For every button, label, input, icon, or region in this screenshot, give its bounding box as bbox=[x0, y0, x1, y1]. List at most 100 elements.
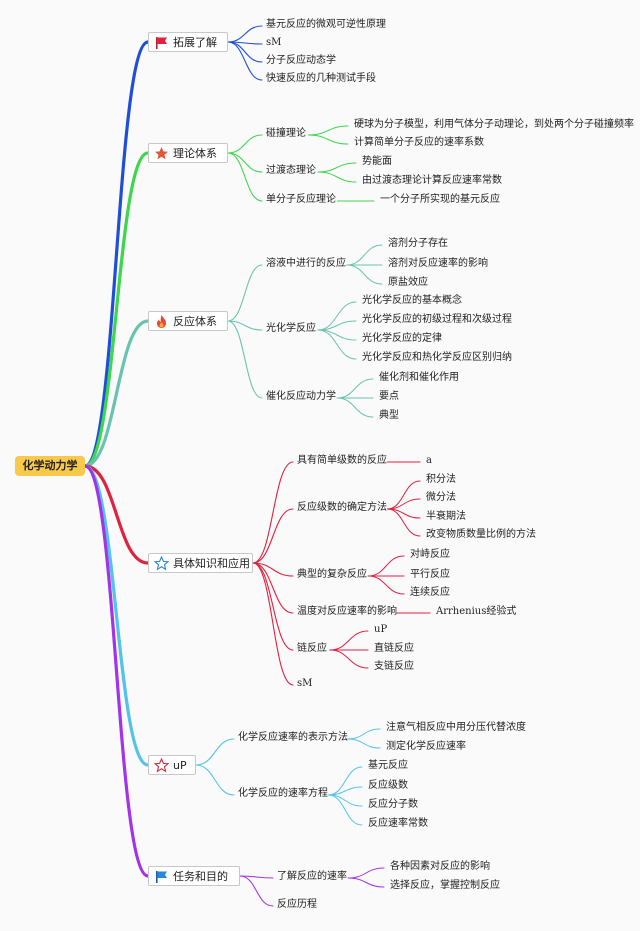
leaf-connector-4-2-1 bbox=[386, 480, 421, 510]
leaf-connector-6-1-1 bbox=[347, 867, 385, 879]
child-node-5-2[interactable]: 化学反应的速率方程 bbox=[238, 788, 328, 799]
child-node-2-1[interactable]: 碰撞理论 bbox=[266, 128, 306, 139]
leaf-node-4-3-1[interactable]: 对峙反应 bbox=[410, 549, 450, 560]
leaf-node-5-2-2[interactable]: 反应级数 bbox=[368, 780, 408, 791]
root-node[interactable]: 化学动力学 bbox=[15, 456, 85, 476]
child-node-3-1[interactable]: 溶液中进行的反应 bbox=[266, 258, 346, 269]
orange-star-icon bbox=[155, 147, 168, 160]
leaf-node-3-2-4[interactable]: 光化学反应和热化学反应区别归纳 bbox=[362, 352, 512, 363]
branch-node-5[interactable]: uP bbox=[148, 755, 196, 775]
child-node-4-1[interactable]: 具有简单级数的反应 bbox=[297, 455, 387, 466]
branch-node-1[interactable]: 拓展了解 bbox=[148, 32, 228, 52]
child-node-3-2[interactable]: 光化学反应 bbox=[266, 323, 316, 334]
leaf-connector-4-2-4 bbox=[386, 508, 421, 537]
branch-node-6[interactable]: 任务和目的 bbox=[148, 866, 240, 886]
child-node-1-3[interactable]: 分子反应动态学 bbox=[266, 55, 336, 66]
red-flag-icon bbox=[156, 37, 167, 49]
leaf-node-3-3-1[interactable]: 催化剂和催化作用 bbox=[379, 372, 459, 383]
child-node-5-1[interactable]: 化学反应速率的表示方法 bbox=[238, 732, 348, 743]
leaf-node-5-1-1[interactable]: 注意气相反应中用分压代替浓度 bbox=[386, 722, 526, 733]
leaf-node-4-4-1[interactable]: Arrhenius经验式 bbox=[436, 606, 517, 617]
leaf-node-3-3-2[interactable]: 要点 bbox=[379, 391, 399, 402]
child-connector-3-3 bbox=[227, 320, 263, 399]
leaf-node-4-3-3[interactable]: 连续反应 bbox=[410, 587, 450, 598]
leaf-node-2-3-1[interactable]: 一个分子所实现的基元反应 bbox=[380, 194, 500, 205]
leaf-node-6-1-1[interactable]: 各种因素对反应的影响 bbox=[390, 861, 490, 872]
leaf-connector-5-2-3 bbox=[327, 794, 363, 807]
leaf-node-4-5-1[interactable]: uP bbox=[374, 624, 388, 635]
child-connector-2-1 bbox=[227, 134, 263, 154]
child-connector-1-1 bbox=[227, 25, 263, 43]
leaf-connector-2-1-2 bbox=[307, 134, 349, 145]
child-node-4-6[interactable]: sM bbox=[297, 678, 313, 689]
leaf-node-3-2-1[interactable]: 光化学反应的基本概念 bbox=[362, 295, 462, 306]
child-node-4-5[interactable]: 链反应 bbox=[297, 643, 327, 654]
leaf-node-3-3-3[interactable]: 典型 bbox=[379, 410, 399, 421]
child-connector-1-4 bbox=[227, 41, 263, 81]
child-connector-4-1 bbox=[252, 461, 294, 564]
branch-node-3[interactable]: 反应体系 bbox=[148, 311, 228, 331]
leaf-node-4-2-2[interactable]: 微分法 bbox=[426, 492, 456, 503]
leaf-node-4-5-3[interactable]: 支链反应 bbox=[374, 661, 414, 672]
leaf-node-4-1-1[interactable]: a bbox=[426, 455, 432, 466]
child-node-1-2[interactable]: sM bbox=[266, 37, 282, 48]
leaf-node-4-3-2[interactable]: 平行反应 bbox=[410, 569, 450, 580]
child-node-4-3[interactable]: 典型的复杂反应 bbox=[297, 569, 367, 580]
branch-node-2[interactable]: 理论体系 bbox=[148, 143, 228, 163]
leaf-node-4-5-2[interactable]: 直链反应 bbox=[374, 643, 414, 654]
leaf-connector-5-2-1 bbox=[327, 766, 363, 796]
leaf-node-3-1-1[interactable]: 溶剂分子存在 bbox=[388, 238, 448, 249]
leaf-node-5-2-3[interactable]: 反应分子数 bbox=[368, 799, 418, 810]
child-node-3-3[interactable]: 催化反应动力学 bbox=[266, 391, 336, 402]
child-node-1-4[interactable]: 快速反应的几种测试手段 bbox=[266, 73, 376, 84]
leaf-connector-3-3-1 bbox=[336, 378, 374, 399]
leaf-connector-6-1-2 bbox=[347, 877, 385, 888]
leaf-node-2-1-2[interactable]: 计算简单分子反应的速率系数 bbox=[354, 137, 484, 148]
branch-connector-2 bbox=[83, 151, 150, 468]
leaf-node-3-1-3[interactable]: 原盐效应 bbox=[388, 277, 428, 288]
child-connector-4-6 bbox=[252, 562, 294, 686]
branch-label: 具体知识和应用 bbox=[173, 557, 250, 570]
child-node-4-4[interactable]: 温度对反应速率的影响 bbox=[297, 606, 397, 617]
leaf-node-3-2-2[interactable]: 光化学反应的初级过程和次级过程 bbox=[362, 314, 512, 325]
leaf-node-5-2-1[interactable]: 基元反应 bbox=[368, 760, 408, 771]
leaf-connector-2-2-1 bbox=[317, 162, 357, 173]
leaf-connector-2-1-1 bbox=[307, 125, 349, 136]
child-node-4-2[interactable]: 反应级数的确定方法 bbox=[297, 502, 387, 513]
leaf-connector-3-2-2 bbox=[317, 320, 357, 331]
leaf-connector-4-3-1 bbox=[367, 555, 405, 577]
leaf-node-3-1-2[interactable]: 溶剂对反应速率的影响 bbox=[388, 258, 488, 269]
leaf-connector-5-1-1 bbox=[347, 728, 381, 740]
leaf-connector-5-2-4 bbox=[327, 794, 363, 826]
leaf-node-4-2-1[interactable]: 积分法 bbox=[426, 474, 456, 485]
child-connector-4-4 bbox=[252, 562, 294, 614]
child-node-6-1[interactable]: 了解反应的速率 bbox=[277, 871, 347, 882]
leaf-connector-4-2-2 bbox=[386, 498, 421, 510]
leaf-node-3-2-3[interactable]: 光化学反应的定律 bbox=[362, 333, 442, 344]
leaf-connector-3-1-1 bbox=[346, 244, 383, 266]
child-connector-6-2 bbox=[239, 875, 274, 907]
branch-label: 任务和目的 bbox=[173, 870, 228, 883]
leaf-node-2-2-2[interactable]: 由过渡态理论计算反应速率常数 bbox=[362, 175, 502, 186]
branch-connector-6 bbox=[83, 464, 150, 878]
leaf-node-6-1-2[interactable]: 选择反应，掌握控制反应 bbox=[390, 880, 500, 891]
fire-icon bbox=[157, 315, 166, 328]
leaf-node-5-1-2[interactable]: 测定化学反应速率 bbox=[386, 741, 466, 752]
child-connector-2-2 bbox=[227, 152, 263, 173]
child-node-2-2[interactable]: 过渡态理论 bbox=[266, 165, 316, 176]
leaf-node-5-2-4[interactable]: 反应速率常数 bbox=[368, 818, 428, 829]
branch-node-4[interactable]: 具体知识和应用 bbox=[148, 553, 253, 573]
leaf-node-4-2-4[interactable]: 改变物质数量比例的方法 bbox=[426, 529, 536, 540]
red-outline-star-icon bbox=[154, 758, 169, 773]
leaf-connector-3-1-3 bbox=[346, 264, 383, 285]
child-node-2-3[interactable]: 单分子反应理论 bbox=[266, 194, 336, 205]
branch-label: 拓展了解 bbox=[173, 36, 217, 49]
leaf-node-4-2-3[interactable]: 半衰期法 bbox=[426, 511, 466, 522]
child-connector-3-1 bbox=[227, 264, 263, 322]
leaf-node-2-1-1[interactable]: 硬球为分子模型，利用气体分子动理论，到处两个分子碰撞频率 bbox=[354, 119, 634, 130]
leaf-node-2-2-1[interactable]: 势能面 bbox=[362, 156, 392, 167]
child-connector-3-2 bbox=[227, 320, 263, 331]
child-node-1-1[interactable]: 基元反应的微观可逆性原理 bbox=[266, 19, 386, 30]
child-node-6-2[interactable]: 反应历程 bbox=[277, 899, 317, 910]
